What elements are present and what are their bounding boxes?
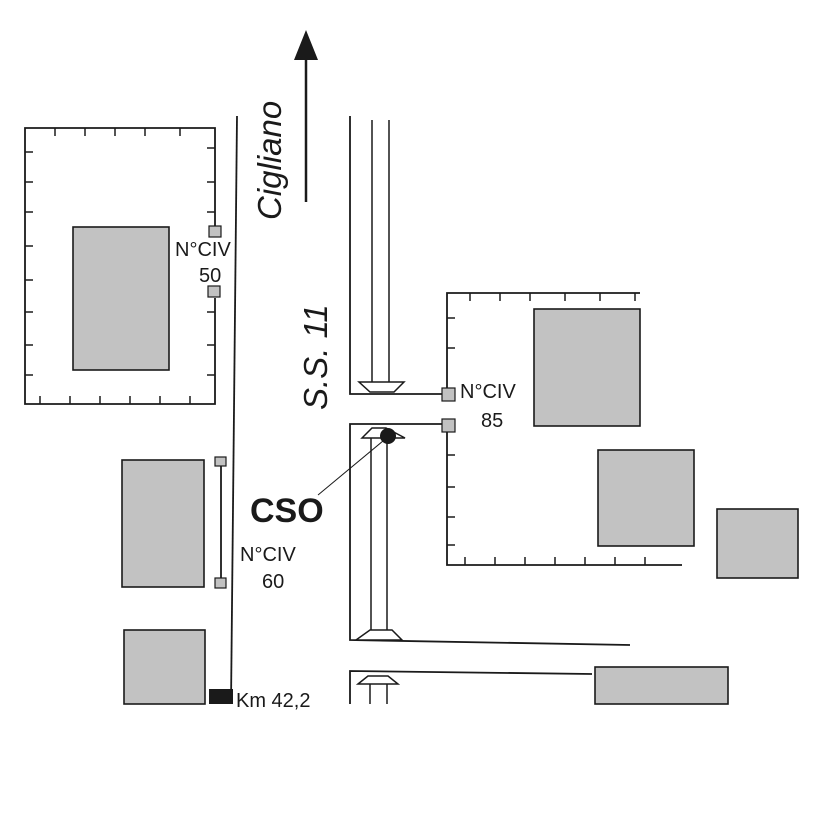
road-channel-north (349, 116, 442, 395)
house-number-85-line2: 85 (481, 410, 503, 432)
road-channel-middle (349, 423, 631, 646)
direction-label: Cigliano (251, 101, 288, 220)
house-number-85-line1: N°CIV (460, 381, 516, 403)
parcel-right (446, 292, 682, 566)
civic-marker-50-bottom (207, 285, 221, 298)
building (533, 308, 641, 427)
km-marker-icon (209, 689, 233, 704)
parcel-top-left (24, 127, 216, 405)
station-leader-line (317, 435, 390, 496)
civic-marker-60-top (214, 456, 227, 467)
station-point-icon (380, 428, 396, 444)
building (123, 629, 206, 705)
civic-marker-50-top (208, 225, 222, 238)
station-label: CSO (250, 492, 324, 530)
house-number-50-line1: N°CIV (175, 239, 231, 261)
km-marker-label: Km 42,2 (236, 690, 310, 712)
building (716, 508, 799, 579)
building (72, 226, 170, 371)
building (121, 459, 205, 588)
civic-marker-85-bottom (441, 418, 456, 433)
building (597, 449, 695, 547)
civic-marker-60-bottom (214, 577, 227, 589)
building (594, 666, 729, 705)
house-number-60-line2: 60 (262, 571, 284, 593)
road-label: S.S. 11 (297, 304, 334, 410)
house-number-60-line1: N°CIV (240, 544, 296, 566)
road-edge-west (230, 115, 238, 705)
civic-marker-85-top (441, 387, 456, 402)
road-channel-south (349, 670, 593, 704)
direction-arrow-icon (294, 30, 318, 202)
house-number-50-line2: 50 (199, 265, 221, 287)
